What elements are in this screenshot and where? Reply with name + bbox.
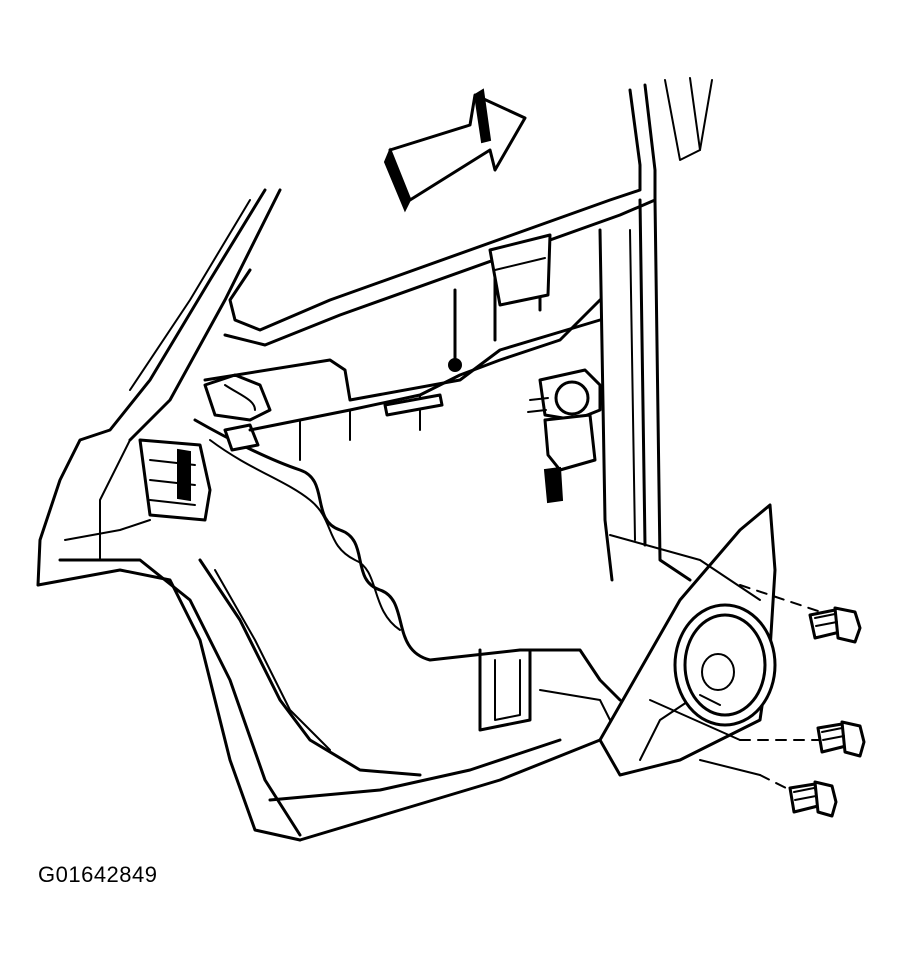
door-frame <box>223 77 713 582</box>
bolt-icon <box>808 606 862 644</box>
bolt-icon <box>816 720 866 758</box>
window-motor <box>527 368 602 504</box>
inner-panel <box>193 318 622 777</box>
figure-code: G01642849 <box>38 862 158 887</box>
speaker-icon <box>673 603 777 727</box>
door-body <box>36 188 602 842</box>
alignment-lines <box>609 534 831 796</box>
bolt-icon <box>788 780 838 818</box>
wiring-harness <box>248 228 614 582</box>
door-latch <box>138 373 272 522</box>
forward-arrow-icon <box>383 88 527 213</box>
